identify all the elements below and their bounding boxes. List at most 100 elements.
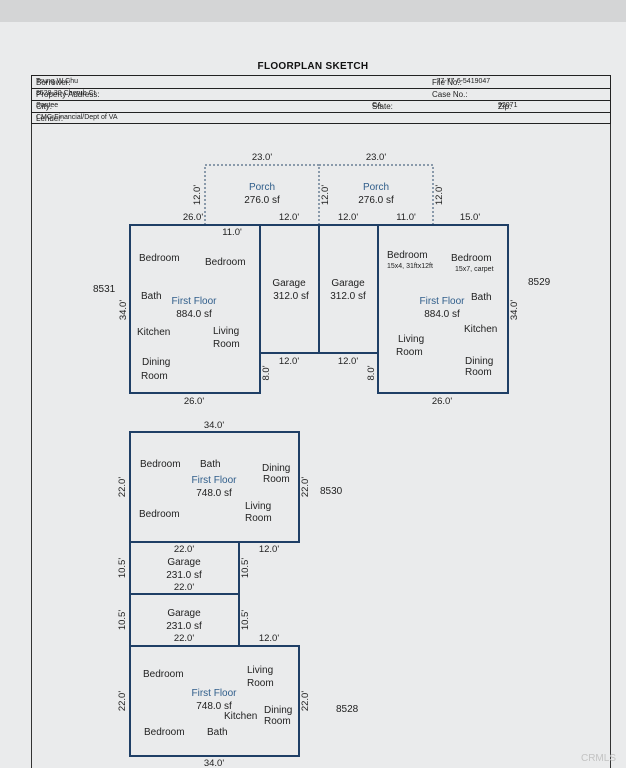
- garage-left-label: Garage: [272, 278, 306, 289]
- dim-8530-step: 12.0': [259, 544, 279, 555]
- dim-8531-inner: 11.0': [222, 227, 242, 238]
- 8530-room-bath: Bath: [200, 459, 221, 470]
- address-label: Property Address:: [36, 90, 100, 99]
- top-bar: [0, 0, 626, 22]
- borrower-label: Borrower:: [36, 78, 71, 87]
- 8528-area: 748.0 sf: [196, 701, 232, 712]
- 8529-room-kitchen: Kitchen: [464, 324, 497, 335]
- 8531-room-bedroom-2: Bedroom: [205, 257, 246, 268]
- garage-upper-label: Garage: [167, 557, 201, 568]
- 8529-room-bedroom-2: Bedroom: [451, 253, 492, 264]
- unit-8530-outline: [129, 431, 300, 543]
- 8528-room-dining: Dining: [264, 705, 292, 716]
- 8529-area: 884.0 sf: [424, 309, 460, 320]
- zip-value: 92071: [498, 102, 518, 109]
- porch-left-label: Porch: [249, 182, 275, 193]
- garage-right-outline: [318, 224, 379, 354]
- porch-right-area: 276.0 sf: [358, 195, 394, 206]
- dim-8528-left: 22.0': [117, 691, 128, 711]
- dim-garage-upper-left: 10.5': [117, 558, 128, 578]
- dim-garage-upper-top: 22.0': [174, 544, 194, 555]
- dim-porch-right-width: 23.0': [366, 152, 386, 163]
- 8528-room-kitchen: Kitchen: [224, 711, 257, 722]
- dim-garage-left-top: 12.0': [279, 212, 299, 223]
- dim-porch-depth-1: 12.0': [192, 185, 203, 205]
- borrower-value: Tsung W Chu: [36, 78, 79, 85]
- 8531-room-dining-2: Room: [141, 371, 168, 382]
- unit-8530-id: 8530: [320, 486, 343, 497]
- dim-8531-bottom: 26.0': [184, 396, 204, 407]
- garage-left-outline: [259, 224, 320, 354]
- dim-garage-lower-right: 10.5': [240, 610, 251, 630]
- dim-8528-step: 12.0': [259, 633, 279, 644]
- 8529-bedroom-note-2: 15x7, carpet: [455, 266, 494, 273]
- dim-garage-right-top: 12.0': [338, 212, 358, 223]
- 8529-room-dining: Dining: [465, 356, 493, 367]
- dim-8528-right: 22.0': [300, 691, 311, 711]
- document-page: [0, 22, 626, 768]
- dim-garage-upper-right: 10.5': [240, 558, 251, 578]
- 8531-room-kitchen: Kitchen: [137, 327, 170, 338]
- dim-garage-upper-bottom: 22.0': [174, 582, 194, 593]
- 8531-room-living: Living: [213, 326, 239, 337]
- dim-8531-side: 34.0': [118, 300, 129, 320]
- garage-right-label: Garage: [331, 278, 365, 289]
- 8528-room-bedroom-2: Bedroom: [144, 727, 185, 738]
- state-label: State:: [372, 102, 393, 111]
- 8529-room-dining-2: Room: [465, 367, 492, 378]
- 8528-floor-label: First Floor: [192, 688, 238, 699]
- unit-8528-id: 8528: [336, 704, 359, 715]
- 8531-floor-label: First Floor: [172, 296, 218, 307]
- 8528-room-living: Living: [247, 665, 273, 676]
- watermark: CRMLS: [580, 753, 616, 764]
- garage-lower-area: 231.0 sf: [166, 621, 202, 632]
- file-label: File No.:: [432, 78, 462, 87]
- 8531-room-dining: Dining: [142, 357, 170, 368]
- 8530-room-bedroom-2: Bedroom: [139, 509, 180, 520]
- document-title: FLOORPLAN SKETCH: [257, 61, 369, 72]
- 8531-room-living-2: Room: [213, 339, 240, 350]
- 8529-room-bedroom-1: Bedroom: [387, 250, 428, 261]
- dim-8529-top-b: 15.0': [460, 212, 480, 223]
- 8530-room-living-2: Room: [245, 513, 272, 524]
- porch-outlines: [204, 164, 434, 226]
- 8530-room-dining-2: Room: [263, 474, 290, 485]
- dim-8531-top: 26.0': [183, 212, 203, 223]
- city-label: City:: [36, 102, 52, 111]
- unit-8528-outline: [129, 645, 300, 757]
- 8531-room-bath: Bath: [141, 291, 162, 302]
- 8529-room-living-2: Room: [396, 347, 423, 358]
- 8530-floor-label: First Floor: [192, 475, 238, 486]
- 8528-room-dining-2: Room: [264, 716, 291, 727]
- dim-garage-lower-left: 10.5': [117, 610, 128, 630]
- 8528-room-bath: Bath: [207, 727, 228, 738]
- garage-right-area: 312.0 sf: [330, 291, 366, 302]
- 8530-room-living: Living: [245, 501, 271, 512]
- 8530-area: 748.0 sf: [196, 488, 232, 499]
- dim-garage-left-bottom: 12.0': [279, 356, 299, 367]
- unit-8529-outline: [377, 224, 509, 394]
- 8529-floor-label: First Floor: [420, 296, 466, 307]
- dim-8530-left: 22.0': [117, 477, 128, 497]
- unit-8531-id: 8531: [93, 284, 116, 295]
- address-value: 8528-30 Cherub Ct: [36, 90, 96, 97]
- 8530-room-dining: Dining: [262, 463, 290, 474]
- garage-lower-label: Garage: [167, 608, 201, 619]
- file-value: 77-77-6-5419047: [436, 78, 491, 85]
- porch-right-label: Porch: [363, 182, 389, 193]
- dim-8530-right: 22.0': [300, 477, 311, 497]
- 8531-area: 884.0 sf: [176, 309, 212, 320]
- lender-value: CMG Financial/Dept of VA: [36, 114, 118, 121]
- unit-8529-id: 8529: [528, 277, 551, 288]
- dim-8529-offset: 8.0': [366, 365, 377, 380]
- wall-outlines: [129, 224, 509, 757]
- dim-porch-left-width: 23.0': [252, 152, 272, 163]
- case-label: Case No.:: [432, 90, 468, 99]
- 8529-room-living: Living: [398, 334, 424, 345]
- dim-8529-bottom: 26.0': [432, 396, 452, 407]
- dim-garage-lower-bottom: 22.0': [174, 633, 194, 644]
- garage-upper-area: 231.0 sf: [166, 570, 202, 581]
- 8530-room-bedroom-1: Bedroom: [140, 459, 181, 470]
- dim-8528-bottom: 34.0': [204, 758, 224, 768]
